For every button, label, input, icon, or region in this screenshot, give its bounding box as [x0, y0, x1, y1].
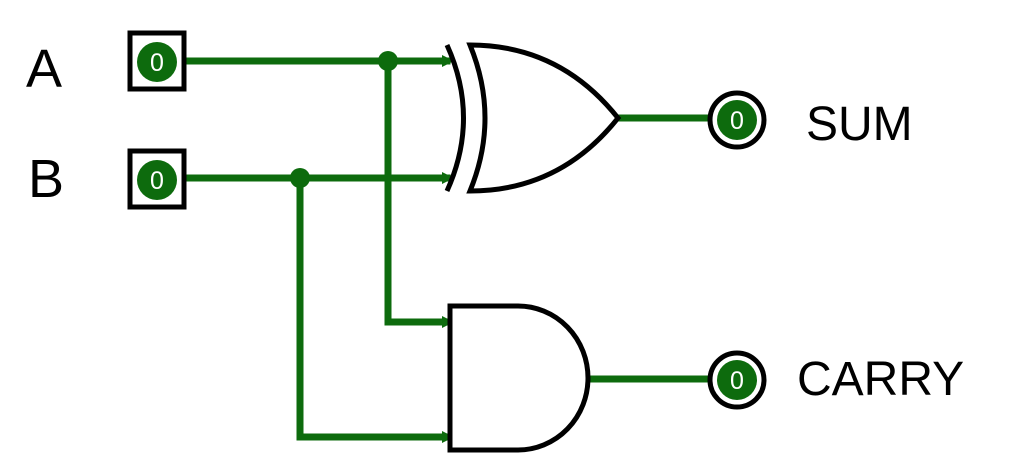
pin-xor-b — [442, 172, 454, 184]
junction-dot-b — [290, 168, 310, 188]
junction-dot-a — [378, 51, 398, 71]
output-label-sum: SUM — [806, 98, 913, 151]
output-label-carry: CARRY — [797, 353, 965, 406]
pin-xor-a — [442, 55, 454, 67]
input-label-a: A — [26, 39, 63, 99]
wire-b-to-and — [296, 174, 451, 441]
output-probe-carry-value: 0 — [730, 367, 744, 395]
input-label-b: B — [28, 149, 65, 209]
input-toggle-a-value: 0 — [150, 49, 164, 77]
output-probe-carry-led — [717, 360, 757, 400]
xor-gate-extra-curve — [444, 43, 466, 193]
output-probe-sum-led — [717, 100, 757, 140]
and-gate-body — [447, 303, 591, 453]
input-toggle-b-led[interactable] — [137, 160, 177, 200]
output-probe-sum: 0 — [707, 90, 767, 150]
output-probe-sum-value: 0 — [730, 107, 744, 135]
and-gate — [447, 303, 591, 453]
input-toggle-a[interactable]: 0 — [127, 30, 187, 92]
input-toggle-a-led[interactable] — [137, 42, 177, 82]
output-probe-carry: 0 — [707, 350, 767, 410]
input-toggle-b[interactable]: 0 — [127, 148, 187, 210]
xor-gate-body — [466, 42, 622, 194]
wires — [176, 57, 722, 441]
wire-a-to-and — [384, 57, 451, 326]
xor-gate — [444, 42, 622, 194]
input-toggle-b-value: 0 — [150, 167, 164, 195]
